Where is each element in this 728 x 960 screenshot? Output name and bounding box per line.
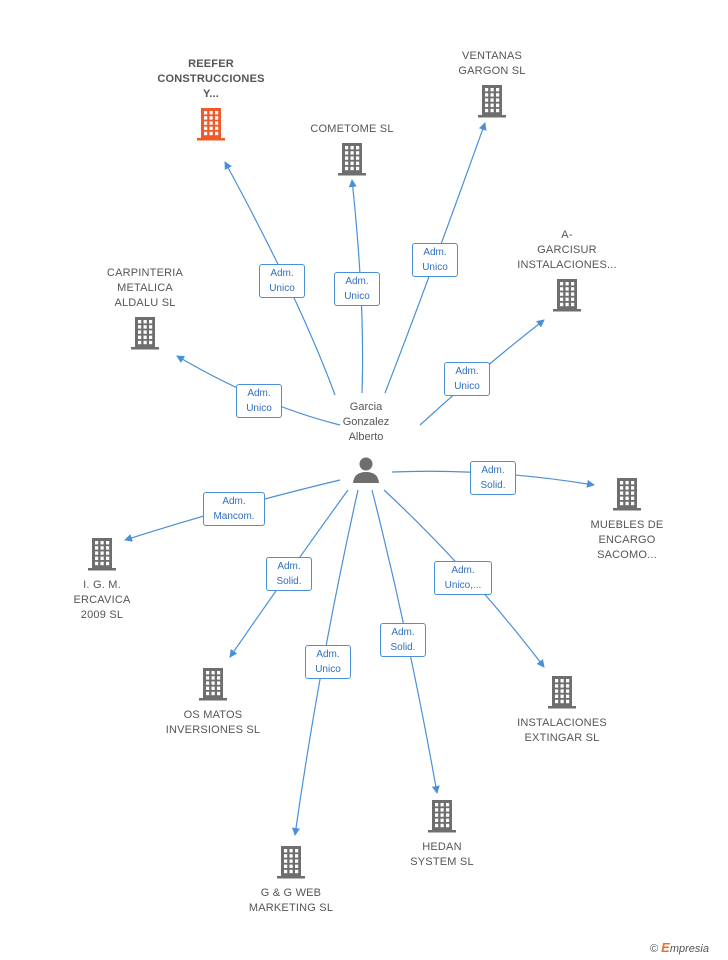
relation-label-ventanas[interactable]: Adm. Unico (412, 243, 458, 277)
person-icon (316, 455, 416, 485)
company-node-cometome[interactable]: COMETOME SL (300, 122, 404, 177)
company-node-garcisur[interactable]: A- GARCISUR INSTALACIONES... (505, 228, 629, 313)
person-node[interactable]: Garcia Gonzalez Alberto (316, 400, 416, 485)
building-icon (500, 674, 624, 710)
building-icon (150, 106, 272, 142)
building-icon (90, 315, 200, 351)
company-name: I. G. M. ERCAVICA 2009 SL (73, 579, 131, 621)
relation-label-reefer[interactable]: Adm. Unico (259, 264, 305, 298)
company-name: INSTALACIONES EXTINGAR SL (517, 717, 607, 744)
company-name: MUEBLES DE ENCARGO SACOMO... (590, 519, 664, 561)
company-name: VENTANAS GARGON SL (458, 50, 526, 77)
person-name: Garcia Gonzalez Alberto (342, 401, 390, 443)
relation-label-garcisur[interactable]: Adm. Unico (444, 362, 490, 396)
company-name: G & G WEB MARKETING SL (248, 887, 334, 914)
relation-label-carpinteria[interactable]: Adm. Unico (236, 384, 282, 418)
building-icon (386, 798, 498, 834)
building-icon (440, 83, 544, 119)
company-name: HEDAN SYSTEM SL (410, 841, 474, 868)
relation-label-extingar[interactable]: Adm. Unico,... (434, 561, 492, 595)
relation-label-muebles[interactable]: Adm. Solid. (470, 461, 516, 495)
copyright-symbol: © (650, 943, 662, 955)
relation-label-hedan[interactable]: Adm. Solid. (380, 623, 426, 657)
building-icon (50, 536, 154, 572)
company-node-igm[interactable]: I. G. M. ERCAVICA 2009 SL (50, 536, 154, 623)
relation-label-osmatos[interactable]: Adm. Solid. (266, 557, 312, 591)
building-icon (505, 277, 629, 313)
company-name: OS MATOS INVERSIONES SL (165, 709, 261, 736)
company-name: COMETOME SL (310, 123, 394, 135)
relation-label-igm[interactable]: Adm. Mancom. (203, 492, 265, 526)
company-node-muebles[interactable]: MUEBLES DE ENCARGO SACOMO... (568, 476, 686, 563)
company-name: A- GARCISUR INSTALACIONES... (517, 229, 617, 271)
company-name: CARPINTERIA METALICA ALDALU SL (106, 267, 184, 309)
company-node-hedan[interactable]: HEDAN SYSTEM SL (386, 798, 498, 870)
company-name: REEFER CONSTRUCCIONES Y... (157, 58, 265, 100)
company-node-osmatos[interactable]: OS MATOS INVERSIONES SL (150, 666, 276, 738)
company-node-ventanas[interactable]: VENTANAS GARGON SL (440, 49, 544, 119)
relation-label-cometome[interactable]: Adm. Unico (334, 272, 380, 306)
building-icon (150, 666, 276, 702)
brand-name: mpresia (669, 943, 709, 955)
building-icon (235, 844, 347, 880)
company-node-reefer[interactable]: REEFER CONSTRUCCIONES Y... (150, 57, 272, 142)
company-node-carpinteria[interactable]: CARPINTERIA METALICA ALDALU SL (90, 266, 200, 351)
brand-logo: © Empresia (650, 940, 709, 955)
relation-label-ggweb[interactable]: Adm. Unico (305, 645, 351, 679)
building-icon (300, 141, 404, 177)
brand-initial: E (661, 940, 670, 955)
company-node-ggweb[interactable]: G & G WEB MARKETING SL (235, 844, 347, 916)
building-icon (568, 476, 686, 512)
company-node-extingar[interactable]: INSTALACIONES EXTINGAR SL (500, 674, 624, 746)
